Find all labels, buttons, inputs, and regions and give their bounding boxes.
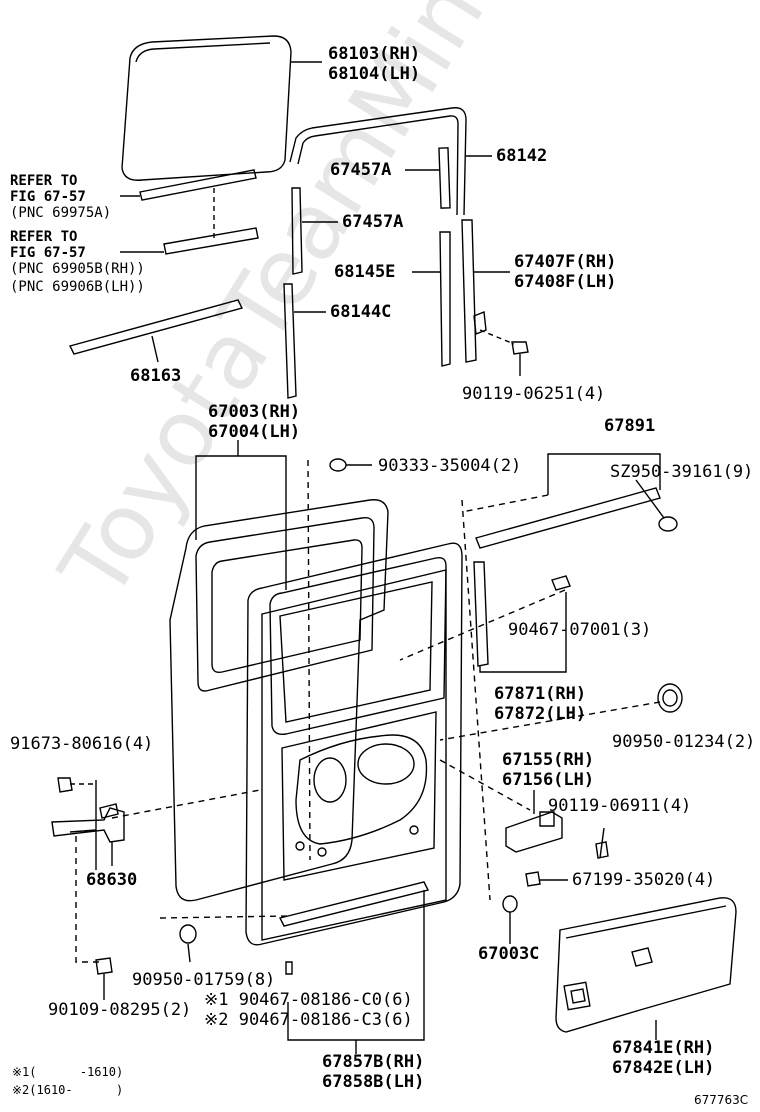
belt-molding-69975a [120,170,256,238]
channel-67457a-upper [405,148,450,208]
label-91673-80616: 91673-80616(4) [10,734,154,754]
label-90119-06911: 90119-06911(4) [548,796,692,816]
label-90467-08186-c3: ※2 90467-08186-C3(6) [204,1010,413,1030]
molding-68163 [70,300,242,362]
label-90333-35004: 90333-35004(2) [378,456,522,476]
clip-67199 [526,872,568,886]
label-68145e: 68145E [334,262,396,282]
plug-90950-01234 [658,684,682,712]
label-67003c: 67003C [478,944,540,964]
label-67858b: 67858B(LH) [322,1072,425,1092]
refer-note-2-line4: (PNC 69906B(LH)) [10,279,145,295]
label-67891: 67891 [604,416,656,436]
lock-67155 [506,790,608,858]
label-67407f: 67407F(RH) [514,252,617,272]
refer-note-2-line3: (PNC 69905B(RH)) [10,261,145,277]
leader-dashed-grommet [308,460,310,860]
label-68142: 68142 [496,146,548,166]
refer-note-1-line3: (PNC 69975A) [10,205,112,221]
label-67857b: 67857B(RH) [322,1052,425,1072]
screw-90119-06251 [480,330,528,376]
label-90467-07001: 90467-07001(3) [508,620,652,640]
sash-67407f [462,220,510,362]
diagram-id: 677763C [694,1093,749,1107]
label-67004: 67004(LH) [208,422,301,442]
footnote-1: ※1( -1610) [12,1065,124,1079]
label-68630: 68630 [86,870,138,890]
refer-note-2-line2: FIG 67-57 [10,245,86,261]
hinge-68630 [52,778,124,866]
leader-67003 [196,456,286,590]
refer-note-1-line1: REFER TO [10,173,78,189]
label-90950-01759: 90950-01759(8) [132,970,276,990]
label-68104: 68104(LH) [328,64,421,84]
label-67457a-upper: 67457A [330,160,392,180]
label-67872: 67872(LH) [494,704,587,724]
label-67155: 67155(RH) [502,750,595,770]
plug-67003c [503,896,517,944]
leader-dashed-90109 [76,836,100,962]
label-67408f: 67408F(LH) [514,272,617,292]
molding-67891 [476,454,677,548]
label-67871: 67871(RH) [494,684,587,704]
channel-67871 [474,562,570,672]
label-90119-06251: 90119-06251(4) [462,384,606,404]
run-channel-68142 [290,108,466,215]
molding-67857b [280,882,428,1054]
label-67003: 67003(RH) [208,402,301,422]
label-68103: 68103(RH) [328,44,421,64]
trim-board-67841e [556,898,736,1040]
label-90467-08186-c0: ※1 90467-08186-C0(6) [204,990,413,1010]
label-67841e: 67841E(RH) [612,1038,715,1058]
door-glass [122,36,291,180]
door-frame-inner [246,543,462,945]
plug-90950-01759 [160,916,288,962]
door-panel-outer [170,500,388,901]
refer-note-2-line1: REFER TO [10,229,78,245]
run-68145e [412,232,450,366]
label-68163: 68163 [130,366,182,386]
label-67842e: 67842E(LH) [612,1058,715,1078]
label-90950-01234: 90950-01234(2) [612,732,756,752]
label-68144c: 68144C [330,302,392,322]
weatherstrip-68144c [284,284,326,398]
label-67199-35020: 67199-35020(4) [572,870,716,890]
footnote-2: ※2(1610- ) [12,1083,124,1097]
refer-note-1-line2: FIG 67-57 [10,189,86,205]
label-67156: 67156(LH) [502,770,595,790]
channel-67457a-lower [292,188,338,274]
label-90109-08295: 90109-08295(2) [48,1000,192,1020]
label-sz950-39161: SZ950-39161(9) [610,462,754,482]
plug-90333-35004 [330,459,372,471]
label-67457a-lower: 67457A [342,212,404,232]
belt-molding-69905b [120,228,258,254]
